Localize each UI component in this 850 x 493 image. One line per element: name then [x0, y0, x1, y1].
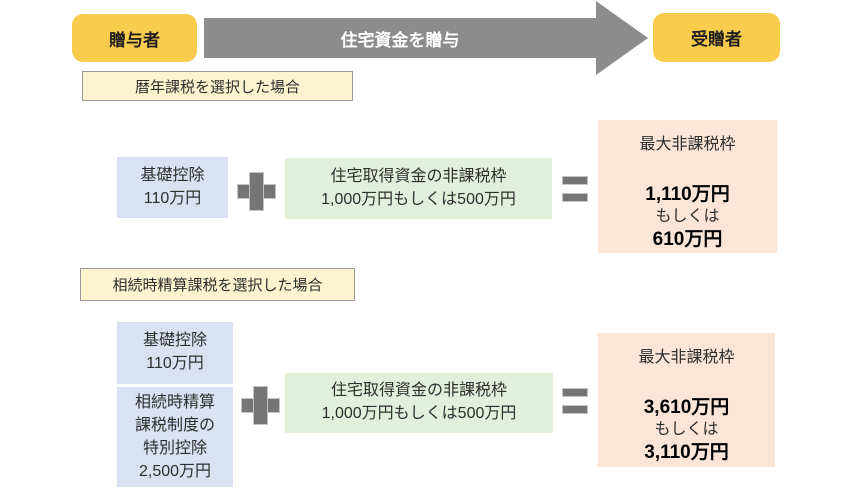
result-title: 最大非課税枠: [638, 349, 735, 366]
right-arrow-icon: [204, 18, 596, 58]
equals-icon: [562, 388, 588, 422]
special-deduction-line: 特別控除: [142, 440, 207, 457]
special-deduction-line: 課税制度の: [134, 416, 215, 434]
equals-icon-bar: [562, 388, 588, 397]
housing-exemption-amount: 1,000万円もしくは500万円: [321, 190, 516, 208]
max-exemption-result-box: 最大非課税枠 1,110万円 もしくは 610万円: [598, 120, 777, 253]
housing-exemption-label: 住宅取得資金の非課税枠: [330, 167, 507, 185]
section-inheritance-settlement-title: 相続時精算課税を選択した場合: [80, 268, 355, 301]
arrow-label: 住宅資金を贈与: [340, 30, 460, 50]
plus-icon: [242, 387, 279, 424]
result-amount-secondary: 3,110万円: [644, 441, 729, 463]
housing-exemption-label: 住宅取得資金の非課税枠: [330, 382, 507, 400]
basic-deduction-label: 基礎控除: [142, 332, 207, 350]
equals-icon-bar: [562, 176, 588, 185]
result-or-label: もしくは: [655, 207, 720, 225]
basic-deduction-amount: 110万円: [146, 355, 204, 372]
special-deduction-line: 相続時精算: [134, 393, 215, 411]
equals-icon-bar: [562, 405, 588, 414]
special-deduction-box: 相続時精算 課税制度の 特別控除 2,500万円: [117, 387, 233, 487]
basic-deduction-box: 基礎控除 110万円: [117, 322, 233, 384]
donor-box: 贈与者: [72, 14, 197, 62]
basic-deduction-amount: 110万円: [143, 189, 202, 207]
plus-icon-center: [254, 399, 267, 412]
housing-exemption-box: 住宅取得資金の非課税枠 1,000万円もしくは500万円: [285, 158, 552, 219]
right-arrow-head-icon: [596, 1, 648, 75]
basic-deduction-box: 基礎控除 110万円: [117, 157, 228, 218]
special-deduction-amount: 2,500万円: [138, 463, 212, 481]
result-title: 最大非課税枠: [639, 136, 736, 153]
basic-deduction-label: 基礎控除: [140, 166, 205, 184]
result-amount-secondary: 610万円: [652, 228, 723, 250]
result-amount-primary: 1,110万円: [645, 184, 730, 205]
housing-exemption-box: 住宅取得資金の非課税枠 1,000万円もしくは500万円: [285, 373, 553, 433]
plus-icon: [238, 173, 275, 210]
result-or-label: もしくは: [654, 420, 719, 438]
section-calendar-year-title: 暦年課税を選択した場合: [82, 71, 353, 101]
result-amount-primary: 3,610万円: [643, 397, 730, 418]
equals-icon: [562, 176, 588, 210]
recipient-box: 受贈者: [653, 13, 780, 62]
housing-exemption-amount: 1,000万円もしくは500万円: [321, 405, 517, 422]
plus-icon-center: [250, 185, 263, 198]
equals-icon-bar: [562, 193, 588, 202]
result-amounts: 3,610万円 もしくは 3,110万円: [598, 396, 775, 464]
max-exemption-result-box: 最大非課税枠 3,610万円 もしくは 3,110万円: [598, 333, 775, 467]
result-amounts: 1,110万円 もしくは 610万円: [598, 183, 777, 251]
